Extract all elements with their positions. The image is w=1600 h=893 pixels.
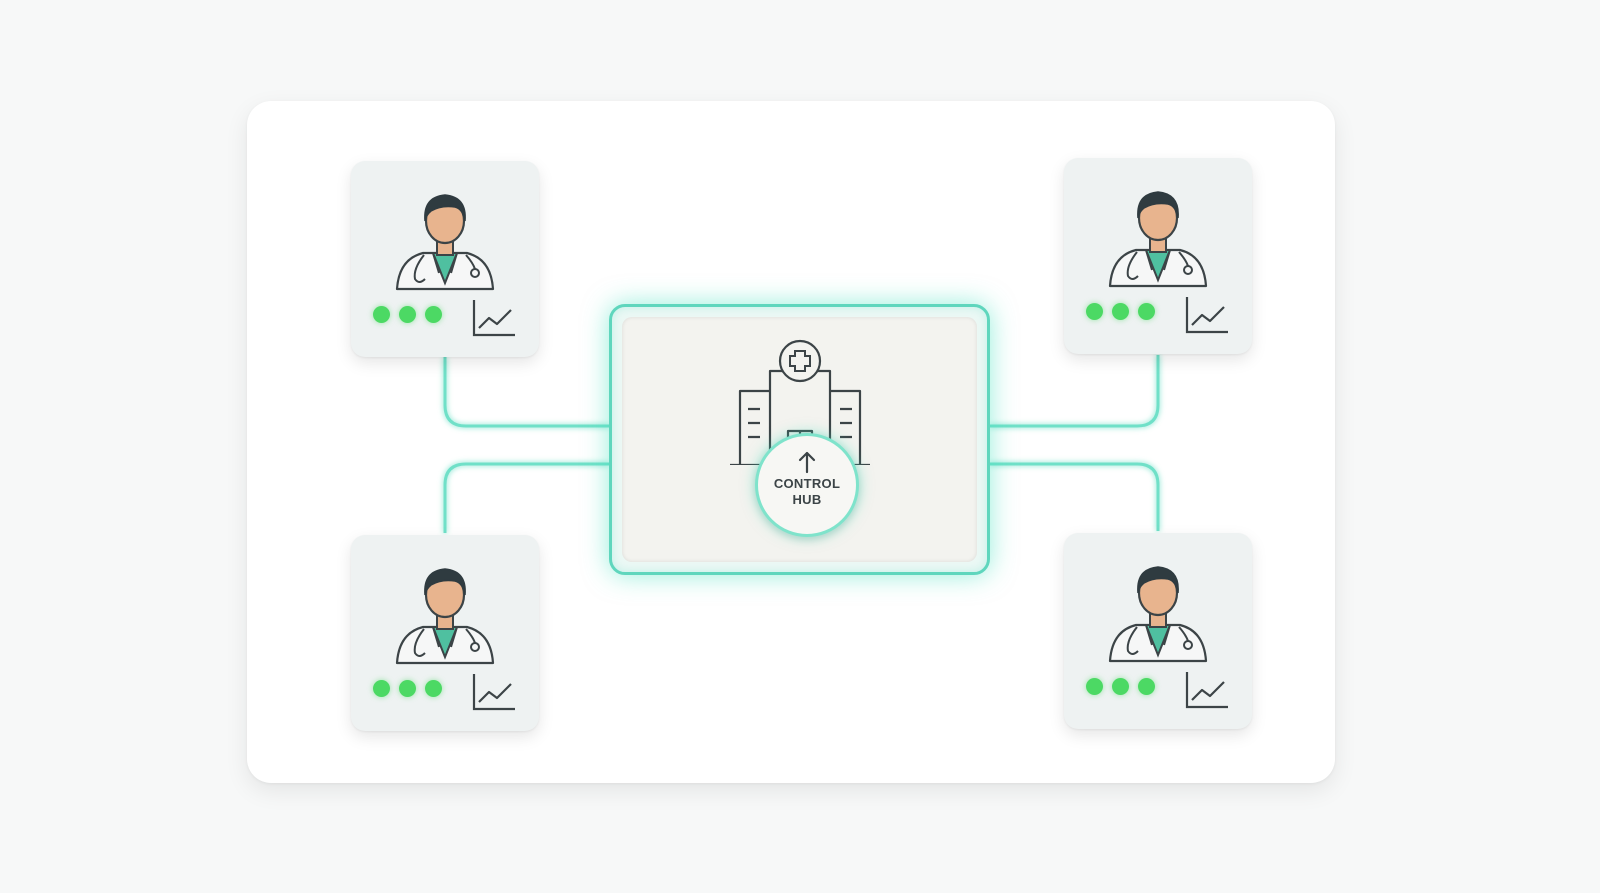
doctor-avatar-icon (1108, 566, 1208, 663)
control-hub-label-line1: CONTROL (773, 476, 841, 491)
status-dots (1086, 303, 1155, 320)
status-dot (425, 680, 442, 697)
doctor-node-top-right[interactable] (1064, 158, 1252, 354)
control-hub-label-line2: HUB (792, 492, 822, 507)
control-hub-label: CONTROL HUB (758, 476, 856, 508)
control-hub-screen: CONTROL HUB (622, 317, 977, 562)
doctor-avatar-icon (1108, 191, 1208, 288)
arrow-up-icon (798, 451, 816, 474)
doctor-node-bottom-right[interactable] (1064, 533, 1252, 729)
status-dots (373, 680, 442, 697)
hospital-building-icon (730, 339, 870, 465)
doctor-avatar-icon (395, 194, 495, 291)
line-chart-icon[interactable] (471, 298, 517, 338)
status-dot (1138, 303, 1155, 320)
status-dots (1086, 678, 1155, 695)
line-chart-icon[interactable] (1184, 670, 1230, 710)
control-hub-button[interactable]: CONTROL HUB (755, 433, 859, 537)
control-hub-panel[interactable]: CONTROL HUB (609, 304, 990, 575)
doctor-node-bottom-left[interactable] (351, 535, 539, 731)
status-dot (399, 306, 416, 323)
status-dot (1112, 303, 1129, 320)
line-chart-icon[interactable] (471, 672, 517, 712)
status-dot (1112, 678, 1129, 695)
status-dot (1086, 678, 1103, 695)
doctor-avatar-icon (395, 568, 495, 665)
status-dot (425, 306, 442, 323)
line-chart-icon[interactable] (1184, 295, 1230, 335)
doctor-node-top-left[interactable] (351, 161, 539, 357)
status-dot (373, 680, 390, 697)
status-dots (373, 306, 442, 323)
status-dot (1086, 303, 1103, 320)
status-dot (373, 306, 390, 323)
status-dot (399, 680, 416, 697)
status-dot (1138, 678, 1155, 695)
